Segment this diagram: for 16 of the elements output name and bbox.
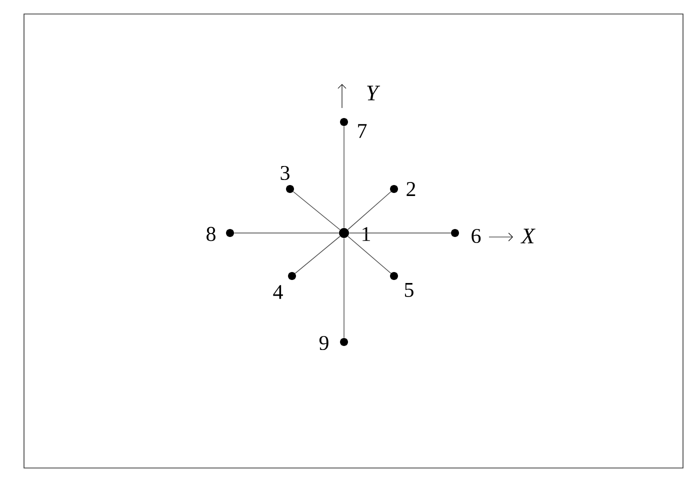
connector-line: [292, 191, 340, 230]
point-number: 7: [356, 123, 368, 139]
connector-line: [234, 232, 340, 234]
connector-line: [348, 236, 392, 274]
point-number: 9: [318, 334, 330, 352]
point-number: 8: [204, 226, 218, 242]
connector-line: [348, 191, 392, 230]
axis-label: X: [520, 228, 536, 244]
point-number: 5: [402, 282, 416, 298]
axis-label: Y: [367, 86, 380, 100]
point-number: 6: [470, 228, 482, 244]
point-number: 3: [278, 164, 292, 182]
connector-line: [348, 232, 452, 234]
point-number: 2: [404, 181, 418, 197]
point-number: 4: [272, 284, 284, 300]
connector-line: [294, 236, 340, 274]
